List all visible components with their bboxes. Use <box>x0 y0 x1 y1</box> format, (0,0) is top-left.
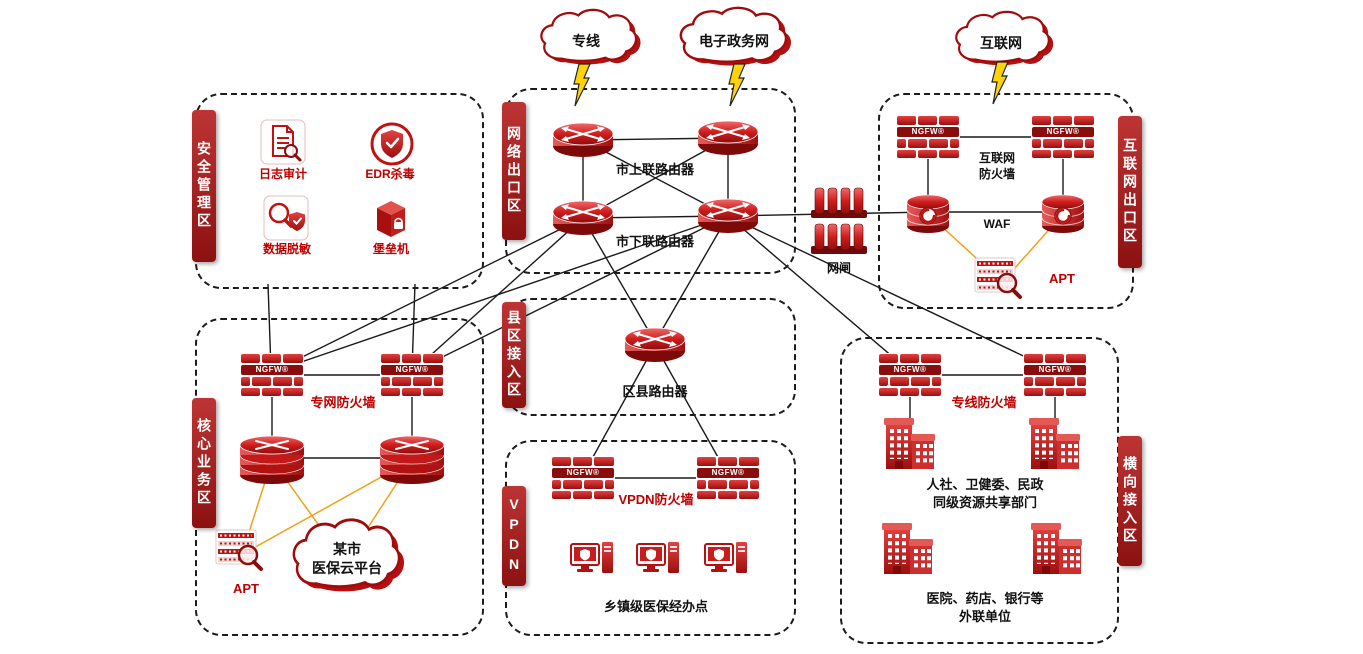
building-external-1 <box>880 521 935 576</box>
log-audit-icon <box>259 118 307 166</box>
ngfw-brand-label: NGFW® <box>711 468 745 477</box>
core-switch-1 <box>239 435 305 485</box>
data-masking-icon <box>262 194 310 242</box>
dept-buildings-label: 人社、卫健委、民政 同级资源共享部门 <box>926 477 1044 510</box>
apt-label-core: APT <box>233 581 259 596</box>
ngfw-brand-label: NGFW® <box>911 127 945 136</box>
building-external-2 <box>1029 521 1084 576</box>
router-county <box>623 326 687 364</box>
apt-detection-icon-core <box>214 528 263 571</box>
township-pc-1 <box>570 541 614 574</box>
building-dept-2 <box>1027 416 1082 471</box>
apt-detection-icon-internet <box>973 256 1022 299</box>
firewall-dedicated-2 <box>1023 353 1087 397</box>
zone-tab-internet-exit: 互联网出口区 <box>1118 116 1142 268</box>
zone-tab-core-business: 核心业务区 <box>192 398 216 528</box>
network-gap-device-1 <box>810 187 868 219</box>
ngfw-brand-label: NGFW® <box>893 365 927 374</box>
ngfw-brand-label: NGFW® <box>395 365 429 374</box>
cloud-egov-label: 电子政务网 <box>699 33 769 49</box>
township-pc-2 <box>636 541 680 574</box>
firewall-internet-1 <box>896 115 960 159</box>
waf-device-1 <box>905 193 951 235</box>
log-audit-label: 日志审计 <box>258 167 308 181</box>
apt-label-internet: APT <box>1049 271 1075 286</box>
router-city-uplink-1 <box>551 121 615 159</box>
ngfw-brand-label: NGFW® <box>1046 127 1080 136</box>
core-firewall-label: 专网防火墙 <box>310 395 376 410</box>
lightning-bolt-icon <box>991 61 1009 105</box>
uplink-router-label: 市上联路由器 <box>615 162 695 177</box>
zone-tab-security: 安全管理区 <box>192 110 216 262</box>
network-gap-device-2 <box>810 223 868 255</box>
firewall-vpdn-2 <box>696 456 760 500</box>
vpdn-firewall-label: VPDN防火墙 <box>618 492 694 507</box>
waf-device-2 <box>1040 193 1086 235</box>
zone-tab-network-exit: 网络出口区 <box>502 102 526 240</box>
network-gap-label: 网闸 <box>826 261 852 275</box>
waf-label: WAF <box>983 217 1011 231</box>
lightning-bolt-icon <box>573 63 591 107</box>
ngfw-brand-label: NGFW® <box>566 468 600 477</box>
dedicated-firewall-label: 专线防火墙 <box>951 395 1017 410</box>
data-masking-label: 数据脱敏 <box>262 242 312 256</box>
vpdn-endpoints-label: 乡镇级医保经办点 <box>603 599 709 614</box>
cloud-dedicated-label: 专线 <box>572 33 600 49</box>
external-units-label: 医院、药店、银行等 外联单位 <box>926 591 1044 624</box>
firewall-dedicated-1 <box>878 353 942 397</box>
router-city-uplink-2 <box>696 119 760 157</box>
zone-tab-horizontal: 横向接入区 <box>1118 436 1142 566</box>
ngfw-brand-label: NGFW® <box>255 365 289 374</box>
internet-firewall-label: 互联网 防火墙 <box>978 151 1016 182</box>
medical-cloud-label: 某市 医保云平台 <box>312 541 382 576</box>
edr-antivirus-icon <box>370 122 414 166</box>
zone-tab-vpdn: VPDN <box>502 486 526 586</box>
bastion-host-icon <box>376 200 406 238</box>
bastion-label: 堡垒机 <box>372 242 410 256</box>
firewall-vpdn-1 <box>551 456 615 500</box>
lightning-bolt-icon <box>728 63 746 107</box>
township-pc-3 <box>704 541 748 574</box>
firewall-core-1 <box>240 353 304 397</box>
router-city-downlink-2 <box>696 197 760 235</box>
county-router-label: 区县路由器 <box>622 384 688 399</box>
firewall-core-2 <box>380 353 444 397</box>
edr-label: EDR杀毒 <box>365 167 415 181</box>
firewall-internet-2 <box>1031 115 1095 159</box>
core-switch-2 <box>379 435 445 485</box>
ngfw-brand-label: NGFW® <box>1038 365 1072 374</box>
zone-tab-county-access: 县区接入区 <box>502 302 526 408</box>
building-dept-1 <box>882 416 937 471</box>
cloud-internet-label: 互联网 <box>980 35 1022 51</box>
downlink-router-label: 市下联路由器 <box>615 234 695 249</box>
router-city-downlink-1 <box>551 199 615 237</box>
connection-lines <box>267 136 1064 479</box>
